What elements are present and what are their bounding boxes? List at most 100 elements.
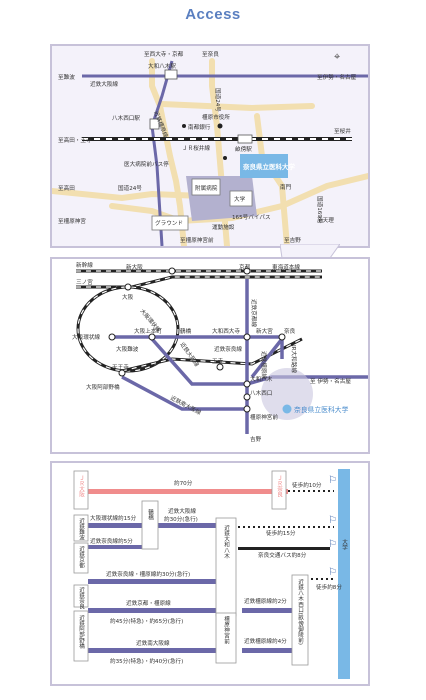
label-kintetsu-nara: 近鉄奈良線 xyxy=(214,345,242,353)
label-kintetsu-kashihara: 近鉄橿原線 xyxy=(260,351,268,379)
label-oji: 王寺 xyxy=(212,357,224,365)
svg-text:⚐: ⚐ xyxy=(328,475,337,486)
label-yoshino: 吉野 xyxy=(250,435,262,443)
label-bottom-center: 至橿原神宮前 xyxy=(180,236,214,244)
label-top-center: 至西大寺・京都 xyxy=(144,50,184,58)
time-jr-direct: 約70分 xyxy=(174,479,193,487)
label-right-mid: 至桜井 xyxy=(334,127,351,135)
label-unebi: 畝傍駅 xyxy=(235,145,252,153)
time-nara-line: 近鉄奈良線約5分 xyxy=(90,537,133,545)
label-shin-osaka: 新大阪 xyxy=(126,263,143,271)
walking-segments xyxy=(238,490,334,580)
station-university: 大学 xyxy=(341,538,348,551)
label-sannomiya: 三ノ宮 xyxy=(76,278,93,286)
label-shin-omiya: 新大宮 xyxy=(256,327,273,335)
time-osaka-line: 近鉄大阪線 xyxy=(168,507,196,515)
compass-icon: ⌖ xyxy=(334,50,340,63)
label-kashiharajingu: 橿原神宮前 xyxy=(250,413,278,421)
station-kintetsu-nara: 近鉄奈良 xyxy=(78,586,85,611)
label-nara: 奈良 xyxy=(284,327,296,335)
label-hospital-bus: 医大病院前バス停 xyxy=(124,160,169,168)
label-namba: 大阪難波 xyxy=(116,345,139,353)
label-university-highlight: 奈良県立医科大学 xyxy=(242,162,296,171)
station-kashiharajingu: 橿原神宮前 xyxy=(223,615,230,645)
label-bottom-right: 至吉野 xyxy=(284,236,301,244)
local-area-map: ⌖ 至西大寺・京都 至奈良 至難波 近鉄大阪線 大和八木駅 近鉄橿原線 国道24… xyxy=(50,44,370,248)
label-yagi-nishiguchi: 八木西口 xyxy=(250,389,272,397)
label-right-top: 至伊勢・名古屋 xyxy=(317,73,357,81)
label-osaka: 大阪 xyxy=(122,293,134,301)
time-walk8: 徒歩約8分 xyxy=(316,583,342,591)
time-nara-kashihara: 近鉄奈良線・橿原線約30分(急行) xyxy=(106,570,190,578)
label-left-mid: 至高田・王寺 xyxy=(58,136,92,144)
label-yamato-yagi: 大和八木駅 xyxy=(148,62,176,70)
station-abeno: 近鉄阿部野橋 xyxy=(78,614,85,650)
time-minami-osaka: 近鉄南大阪線 xyxy=(136,639,170,647)
label-shinkansen: 新幹線 xyxy=(76,261,93,269)
time-kashihara-2: 近鉄橿原線約2分 xyxy=(244,597,287,605)
label-left-top: 至難波 xyxy=(58,73,75,81)
station-dots xyxy=(108,267,286,413)
label-saidaiji: 大和西大寺 xyxy=(212,327,240,335)
university-bar xyxy=(338,469,350,679)
station-yamato-yagi xyxy=(164,69,178,80)
route-times-diagram: ⚐⚐⚐⚐ ＪＲ大阪 ＪＲ奈良 近鉄難波 鶴橋 近鉄京都 近鉄奈良 近鉄大和八木 … xyxy=(50,461,370,686)
station-jr-osaka: ＪＲ大阪 xyxy=(78,475,85,499)
label-ground: グラウンド xyxy=(155,219,183,227)
svg-text:⚐: ⚐ xyxy=(328,515,337,526)
station-yagi-nishiguchi xyxy=(149,118,160,130)
label-kintetsu-kyoto: 近鉄京都線 xyxy=(250,299,258,327)
label-left-bottom: 至橿原神宮 xyxy=(58,217,86,225)
rail-tokaido xyxy=(76,275,322,289)
label-tokaido: 東海道本線 xyxy=(272,263,300,271)
walking-person-icon: ⚐ ⚐ ⚐ ⚐ xyxy=(328,475,337,578)
page-title: Access xyxy=(185,6,241,23)
university-marker xyxy=(282,404,292,414)
label-kashihara-office: 橿原市役所 xyxy=(202,113,230,121)
svg-text:⚐: ⚐ xyxy=(328,567,337,578)
label-tsuruhashi: 鶴橋 xyxy=(180,327,192,335)
station-unebi xyxy=(237,134,253,144)
landmark-dots xyxy=(182,123,227,160)
time-kyoto-time: 約45分(特急)・約65分(急行) xyxy=(110,617,183,625)
time-kashihara-4: 近鉄橿原線約4分 xyxy=(244,637,287,645)
label-sports: 運動施設 xyxy=(212,223,235,231)
regional-rail-map: 新幹線 新大阪 京都 東海道本線 三ノ宮 大阪 近鉄京都線 大阪環状線 大阪上本… xyxy=(50,257,370,454)
label-route24-top: 国道24号 xyxy=(214,88,222,112)
station-yamato-yagi: 近鉄大和八木 xyxy=(223,524,230,560)
label-university: 奈良県立医科大学 xyxy=(294,405,349,414)
label-loop-left: 大阪環状線 xyxy=(72,333,100,341)
station-tsuruhashi: 鶴橋 xyxy=(147,508,154,522)
time-minami-time: 約35分(特急)・約40分(急行) xyxy=(110,657,183,665)
route-bars xyxy=(88,489,330,653)
label-south-gate: 南門 xyxy=(280,183,292,191)
time-osaka-line-time: 約30分(急行) xyxy=(164,515,198,523)
time-walk10: 徒歩約10分 xyxy=(292,481,322,489)
time-kyoto-kashihara: 近鉄京都・橿原線 xyxy=(126,599,171,607)
station-kintetsu-namba: 近鉄難波 xyxy=(78,517,85,542)
label-abeno: 大阪阿部野橋 xyxy=(86,383,120,391)
campus xyxy=(151,154,288,231)
label-yamato-yagi: 大和八木 xyxy=(250,375,273,383)
station-jr-nara: ＪＲ奈良 xyxy=(276,475,283,499)
station-boxes xyxy=(73,470,309,666)
label-left-low: 至高田 xyxy=(58,184,75,192)
label-kintetsu-osaka: 近鉄大阪線 xyxy=(90,80,118,88)
label-top-right: 至奈良 xyxy=(202,50,219,58)
label-right-bottom: 至天理 xyxy=(317,217,334,224)
label-route24-low: 国道24号 xyxy=(118,184,142,192)
label-yagi-nishiguchi: 八木西口駅 xyxy=(112,114,140,122)
label-jr-yamatoji: JR大和路線 xyxy=(290,344,298,373)
label-kyoto: 京都 xyxy=(239,263,251,271)
label-route169: 国道169号 xyxy=(316,196,324,224)
time-walk15: 徒歩約15分 xyxy=(266,529,296,537)
time-bus8: 奈良交通バス約8分 xyxy=(258,551,307,559)
time-loop15: 大阪環状線約15分 xyxy=(90,514,137,522)
label-university: 大学 xyxy=(234,195,246,203)
label-nanto-bank: 南都銀行 xyxy=(188,123,211,131)
label-uehommachi: 大阪上本町 xyxy=(134,327,162,335)
rail-jr-yamatoji xyxy=(121,337,303,373)
label-jr-sakurai: ＪＲ桜井線 xyxy=(182,144,210,152)
station-yagi-nishiguchi: 近鉄八木西口(畝傍御陵前) xyxy=(297,578,304,645)
svg-text:⚐: ⚐ xyxy=(328,539,337,550)
